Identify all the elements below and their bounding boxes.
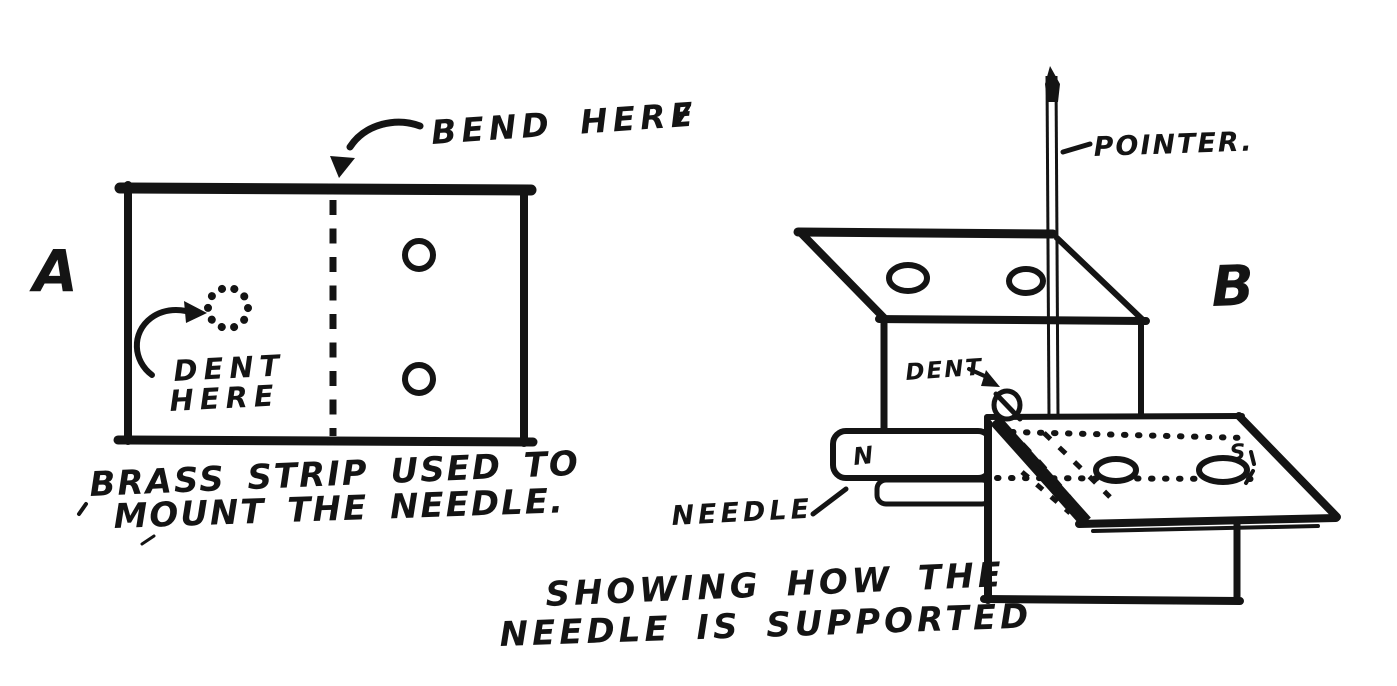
needle-leader-line (810, 486, 849, 517)
strip-top-edge (114, 182, 537, 196)
hidden-needle-dotted-line-top (1009, 429, 1250, 441)
pointer-wire-tip (1045, 66, 1060, 102)
bend-arrow-shaft (346, 118, 424, 151)
pointer-wire-left-line (1045, 75, 1051, 418)
north-pole-label: N (852, 441, 875, 471)
bracket-top-right-edge (1054, 235, 1147, 324)
strip-bottom-edge (113, 435, 538, 447)
strip-mounted-hole-right (1196, 455, 1250, 485)
bend-here-label: BEND HERE (430, 94, 699, 152)
brass-strip-face (988, 415, 1336, 524)
bracket-top-left-edge (797, 229, 889, 323)
brass-strip-bottom-edge (1075, 514, 1340, 528)
pointer-leader-line (1060, 141, 1093, 155)
strip-hole-top (402, 238, 436, 272)
figure-b: B POINTER. DENT N S NEEDLE SHOWING HOW T… (499, 66, 1341, 655)
pointer-label: POINTER. (1093, 126, 1254, 163)
strip-mounted-hole-left (1093, 456, 1139, 484)
dent-pivot-slash (993, 391, 1023, 422)
dent-dotted-circle (204, 284, 252, 332)
needle-lower-bar (874, 477, 994, 507)
bracket-hole-left (886, 262, 930, 294)
hidden-fold-dashed-line-1 (1003, 425, 1085, 516)
needle-label: NEEDLE (671, 494, 814, 532)
figure-a-label: A (29, 237, 78, 305)
bend-arrow-head (330, 156, 355, 178)
dent-b-label: DENT (905, 355, 985, 386)
stray-tick-mark (140, 534, 156, 546)
hidden-needle-dotted-line-bottom (994, 475, 1261, 482)
south-pole-dash-1 (1249, 450, 1256, 466)
bracket-top-back-edge (793, 227, 1058, 239)
south-pole-dash-2 (1244, 469, 1255, 485)
hidden-fold-dashed-line-3 (1020, 470, 1072, 515)
hidden-fold-dashed-line-2 (1042, 431, 1112, 499)
brass-strip-thickness-line (1091, 524, 1320, 533)
bracket-hole-right (1006, 266, 1046, 296)
dent-arrow-head (184, 301, 207, 323)
south-pole-label: S (1229, 440, 1246, 466)
figure-a: A BEND HERE DENT HERE BRASS STRIP USED T… (29, 94, 699, 546)
lower-plate-bottom-edge (980, 595, 1244, 605)
dent-b-arrow-head (981, 370, 1000, 387)
brass-strip-right-edge (1235, 412, 1341, 521)
brass-strip-bent-edge (990, 415, 1091, 527)
dent-here-label-line1: DENT (173, 348, 287, 388)
figure-b-label: B (1210, 254, 1255, 320)
caption-tick-mark (77, 502, 88, 516)
dent-arrow-shaft (133, 307, 189, 378)
bend-here-tick-mark (677, 105, 690, 123)
brass-strip-top-edge (984, 413, 1245, 420)
strip-hole-bottom (402, 362, 436, 396)
bracket-fold-edge (875, 315, 1150, 325)
dent-here-label-line2: HERE (169, 378, 281, 418)
pointer-wire-right-line (1054, 75, 1060, 418)
